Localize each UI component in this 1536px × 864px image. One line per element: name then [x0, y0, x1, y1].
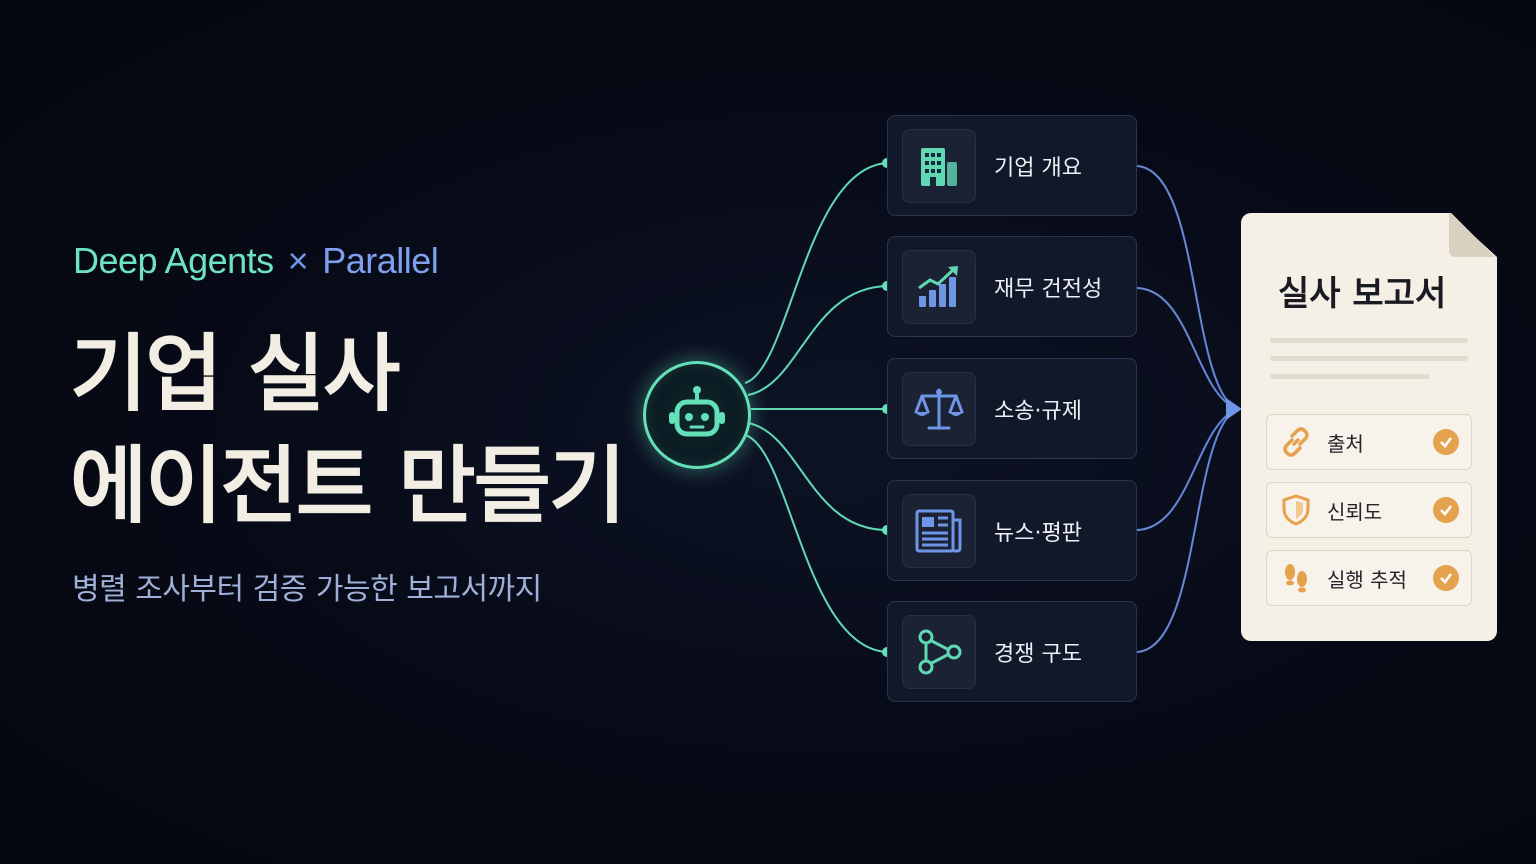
report-item-source: 출처 [1266, 414, 1472, 470]
branch-label: 소송·규제 [994, 398, 1082, 424]
link-icon [1283, 427, 1309, 457]
report-page-fold [1449, 213, 1497, 257]
brand-parallel: Parallel [322, 240, 439, 281]
branch-card-financial-health: 재무 건전성 [887, 236, 1137, 337]
report-item-label: 실행 추적 [1327, 567, 1407, 592]
page-title: 기업 실사 에이전트 만들기 [70, 318, 626, 542]
report-item-label: 신뢰도 [1327, 499, 1383, 524]
title-line-2: 에이전트 만들기 [70, 437, 626, 535]
report-text-line [1270, 356, 1468, 361]
arrow-head-icon [1226, 398, 1242, 420]
check-icon [1433, 429, 1459, 455]
report-text-line [1270, 338, 1468, 343]
branch-card-competition: 경쟁 구도 [887, 601, 1137, 702]
brand-line: Deep Agents × Parallel [73, 240, 439, 282]
check-icon [1433, 565, 1459, 591]
branch-icon-box [902, 128, 976, 203]
branch-icon-box [902, 249, 976, 324]
report-title: 실사 보고서 [1278, 274, 1447, 314]
wire-card-4-to-report [1136, 409, 1236, 531]
branch-icon-box [902, 371, 976, 446]
wire-agent-to-card-5 [744, 434, 888, 653]
branch-label: 경쟁 구도 [994, 641, 1082, 667]
scales-icon [914, 388, 964, 429]
report-text-line [1270, 374, 1430, 379]
agent-node [643, 361, 751, 469]
report-item-reliability: 신뢰도 [1266, 482, 1472, 538]
check-icon [1433, 497, 1459, 523]
wire-agent-to-card-2 [747, 285, 888, 396]
branch-card-litigation-regulation: 소송·규제 [887, 358, 1137, 459]
branch-icon-box [902, 493, 976, 568]
brand-cross: × [287, 240, 309, 281]
network-icon [918, 629, 962, 674]
report-item-label: 출처 [1327, 431, 1364, 456]
branch-label: 뉴스·평판 [994, 520, 1082, 546]
subtitle: 병렬 조사부터 검증 가능한 보고서까지 [72, 572, 542, 607]
title-line-1: 기업 실사 [70, 325, 400, 423]
newspaper-icon [915, 509, 962, 552]
brand-deep-agents: Deep Agents [73, 240, 274, 281]
branch-card-news-reputation: 뉴스·평판 [887, 480, 1137, 581]
shield-icon [1282, 494, 1310, 526]
building-icon [921, 147, 957, 186]
branch-icon-box [902, 614, 976, 689]
chart-up-icon [918, 265, 958, 307]
wire-agent-to-card-1 [744, 162, 888, 384]
report-item-execution-trace: 실행 추적 [1266, 550, 1472, 606]
wire-card-2-to-report [1136, 287, 1236, 409]
branch-card-company-overview: 기업 개요 [887, 115, 1137, 216]
footprints-icon [1285, 564, 1307, 593]
branch-label: 기업 개요 [994, 155, 1082, 181]
wire-agent-to-card-4 [747, 422, 888, 531]
wire-card-5-to-report [1136, 409, 1236, 653]
robot-icon [669, 386, 725, 437]
branch-label: 재무 건전성 [994, 276, 1103, 302]
wire-card-1-to-report [1136, 165, 1236, 409]
